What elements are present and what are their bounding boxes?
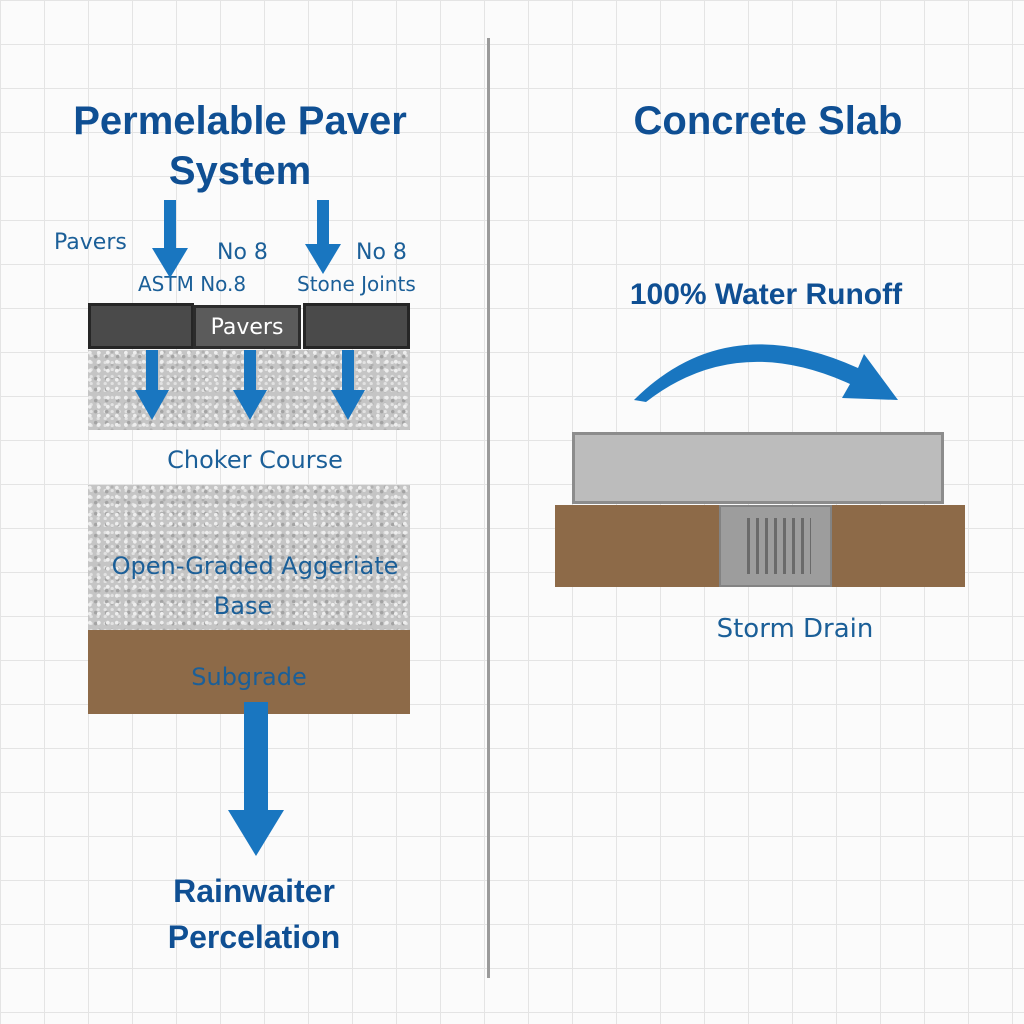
paver-block-left bbox=[88, 303, 194, 349]
inflow-arrow-left bbox=[152, 200, 188, 278]
subgrade-layer bbox=[88, 630, 410, 714]
left-title-line1: Permelable Paver bbox=[73, 99, 407, 143]
bottom-title-line1: Rainwaiter bbox=[173, 873, 335, 909]
right-title: Concrete Slab bbox=[633, 99, 903, 143]
label-base-line1: Open-Graded Aggeriate bbox=[111, 552, 399, 580]
choker-arrow-2 bbox=[233, 350, 267, 420]
label-base-line2: Base bbox=[213, 592, 273, 620]
left-title-line2: System bbox=[168, 149, 312, 193]
aggregate-base-layer bbox=[88, 485, 410, 631]
label-pavers: Pavers bbox=[54, 230, 127, 255]
bottom-title-line2: Percelation bbox=[167, 919, 341, 955]
choker-arrow-3 bbox=[331, 350, 365, 420]
label-astm-no8: ASTM No.8 bbox=[138, 272, 247, 296]
runoff-label: 100% Water Runoff bbox=[629, 278, 903, 311]
percolation-arrow bbox=[228, 702, 284, 856]
label-no8-a: No 8 bbox=[217, 240, 268, 265]
label-subgrade: Subgrade bbox=[191, 663, 307, 691]
paver-block-center: Pavers bbox=[193, 305, 301, 349]
runoff-arrow bbox=[634, 344, 898, 402]
choker-arrow-1 bbox=[135, 350, 169, 420]
storm-drain-label: Storm Drain bbox=[716, 614, 874, 644]
panel-divider bbox=[487, 38, 490, 978]
concrete-slab bbox=[572, 432, 944, 504]
paver-block-right bbox=[303, 303, 410, 349]
label-no8-b: No 8 bbox=[356, 240, 407, 265]
storm-drain-grate bbox=[719, 505, 832, 587]
inflow-arrow-right bbox=[305, 200, 341, 274]
label-stone-joints: Stone Joints bbox=[297, 272, 416, 296]
label-choker-course: Choker Course bbox=[167, 446, 343, 474]
